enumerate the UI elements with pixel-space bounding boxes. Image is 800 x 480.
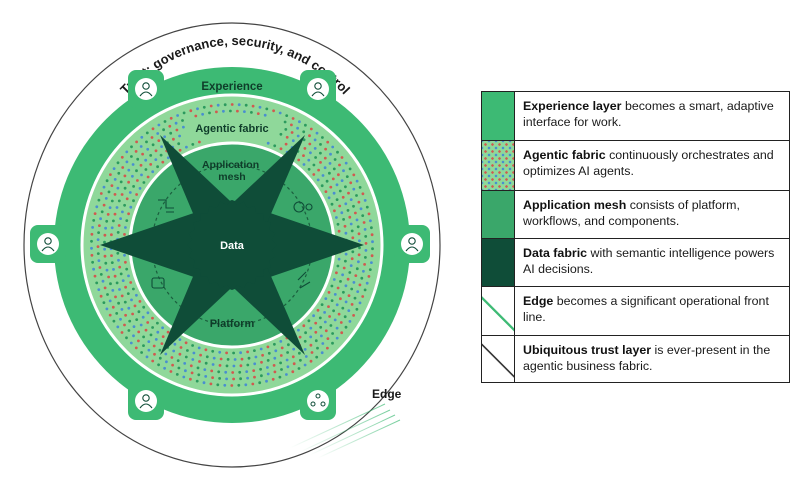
legend-row-data-fabric: Data fabric with semantic intelligence p…	[482, 238, 789, 286]
legend-description: consists of platform, workflows, and com…	[523, 198, 740, 228]
workflow-icon	[158, 199, 174, 213]
legend-swatch-data-fabric	[482, 239, 515, 286]
legend-text: Ubiquitous trust layer is ever-present i…	[523, 342, 783, 374]
network-icon	[307, 390, 329, 412]
person-icon	[401, 233, 423, 255]
legend-swatch-trust	[482, 336, 515, 382]
legend-swatch-edge	[482, 287, 515, 335]
legend-term: Edge	[523, 294, 554, 308]
legend-term: Agentic fabric	[523, 148, 606, 162]
connect-icon	[297, 271, 311, 289]
legend-description: becomes a smart, adaptive interface for …	[523, 99, 774, 129]
mesh-icons	[151, 199, 313, 289]
legend-row-application-mesh: Application mesh consists of platform, w…	[482, 190, 789, 238]
application-mesh-label: Application mesh	[202, 159, 262, 183]
legend-row-trust: Ubiquitous trust layer is ever-present i…	[482, 335, 789, 382]
legend-swatch-application-mesh	[482, 191, 515, 238]
person-icon	[135, 78, 157, 100]
legend-description: becomes a significant operational front …	[523, 294, 769, 324]
legend-row-agentic-fabric: Agentic fabric continuously orchestrates…	[482, 140, 789, 190]
legend-term: Application mesh	[523, 198, 627, 212]
platform-icon	[151, 277, 165, 289]
edge-label: Edge	[372, 387, 402, 401]
legend-row-experience: Experience layer becomes a smart, adapti…	[482, 92, 789, 140]
legend-text: Experience layer becomes a smart, adapti…	[523, 98, 783, 130]
legend: Experience layer becomes a smart, adapti…	[481, 91, 790, 383]
legend-swatch-experience	[482, 92, 515, 140]
legend-term: Data fabric	[523, 246, 588, 260]
legend-term: Experience layer	[523, 99, 622, 113]
legend-text: Edge becomes a significant operational f…	[523, 293, 783, 325]
data-core	[187, 200, 277, 290]
legend-swatch-agentic-fabric	[482, 141, 515, 190]
legend-term: Ubiquitous trust layer	[523, 343, 652, 357]
person-icon	[307, 78, 329, 100]
agentic-fabric-label: Agentic fabric	[195, 123, 268, 135]
components-icon	[293, 201, 305, 213]
legend-description: with semantic intelligence powers AI dec…	[523, 246, 775, 276]
legend-text: Application mesh consists of platform, w…	[523, 197, 783, 229]
legend-row-edge: Edge becomes a significant operational f…	[482, 286, 789, 335]
legend-text: Agentic fabric continuously orchestrates…	[523, 147, 783, 179]
edge-hatching	[289, 403, 401, 459]
legend-description: is ever-present in the agentic business …	[523, 343, 771, 373]
platform-label: Platform	[210, 318, 255, 330]
legend-description: continuously orchestrates and optimizes …	[523, 148, 774, 178]
person-icon	[135, 390, 157, 412]
data-label: Data	[220, 240, 245, 252]
fabric-diagram: Trust: governance, security, and control…	[23, 22, 441, 468]
person-icon	[37, 233, 59, 255]
experience-label: Experience	[201, 81, 262, 93]
legend-text: Data fabric with semantic intelligence p…	[523, 245, 783, 277]
